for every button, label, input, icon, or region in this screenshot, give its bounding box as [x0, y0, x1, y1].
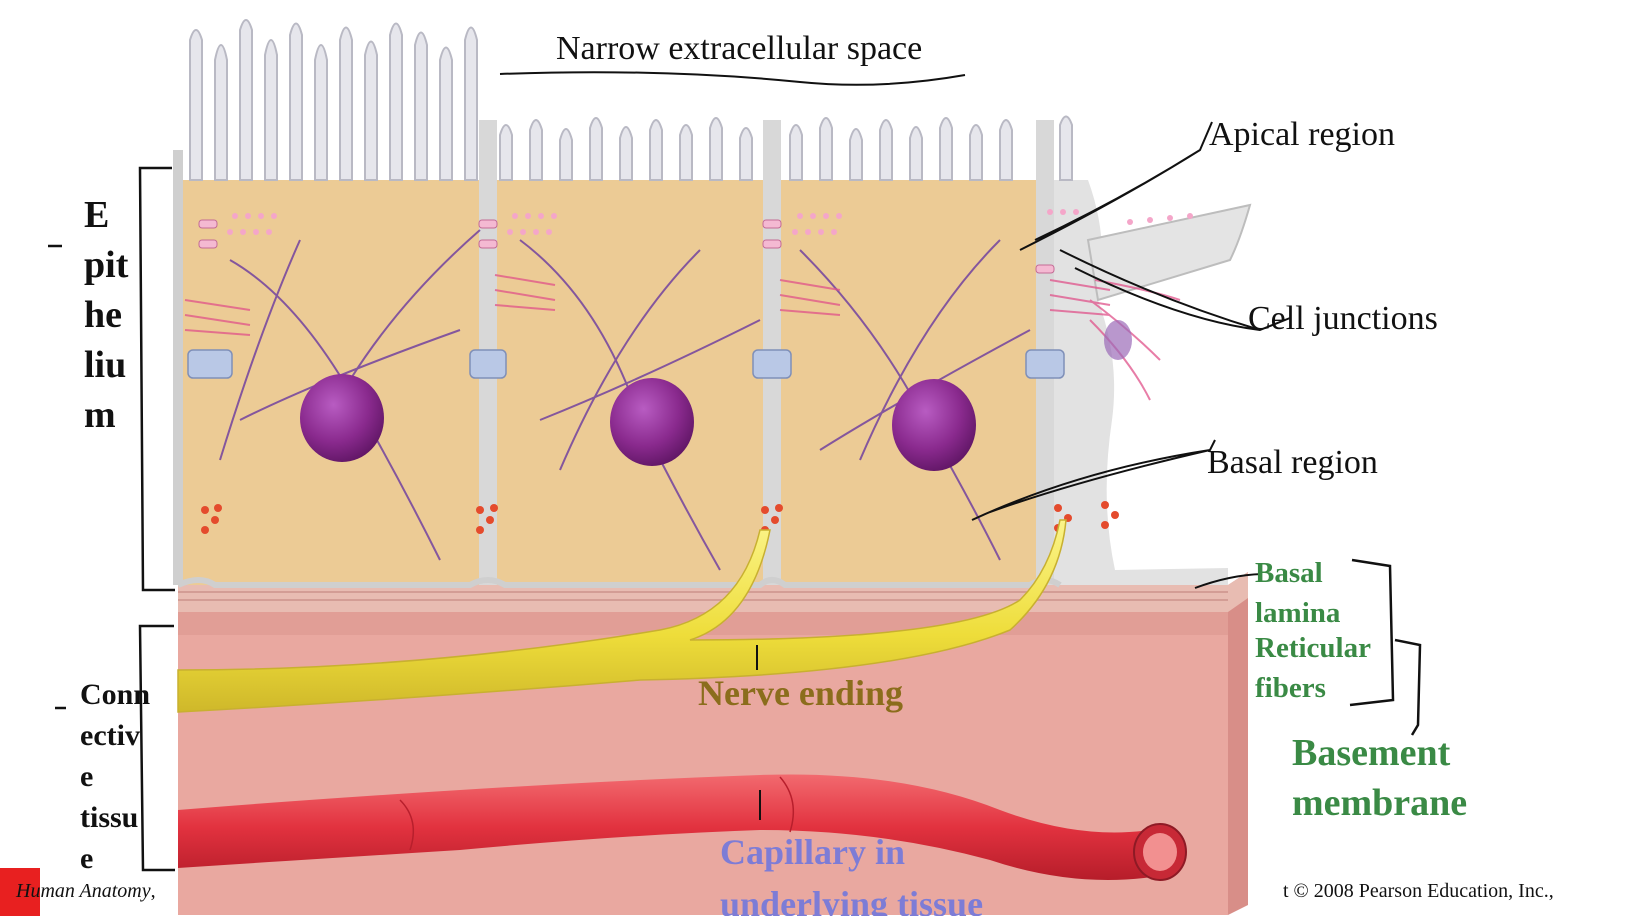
label-basal-lamina: Basal lamina — [1255, 553, 1340, 633]
label-connective-line-1: Conn — [80, 678, 151, 711]
microvilli — [189, 19, 1073, 181]
label-basement-membrane-line-1: Basement — [1292, 732, 1451, 774]
footer-left-rest: , — [150, 880, 156, 902]
nuclei — [300, 320, 1132, 471]
label-epithelium: E pit he liu m — [84, 190, 128, 440]
epithelial-cells — [173, 120, 1252, 588]
label-reticular-fibers-line-2: fibers — [1255, 672, 1326, 704]
label-narrow-extracellular-space: Narrow extracellular space — [556, 30, 923, 67]
label-basal-region: Basal region — [1207, 444, 1378, 481]
label-capillary-line-2: underlying tissue — [720, 884, 984, 916]
label-connective-line-2: ectiv — [80, 719, 140, 752]
nerve-ending — [177, 519, 1067, 713]
label-basement-membrane: Basement membrane — [1292, 728, 1467, 828]
label-epithelium-line-4: liu — [84, 344, 127, 386]
label-capillary: Capillary in underlying tissue — [720, 826, 983, 916]
footer-right: t © 2008 Pearson Education, Inc., — [1283, 880, 1554, 902]
label-basal-lamina-line-2: lamina — [1255, 597, 1341, 629]
label-capillary-line-1: Capillary in — [720, 832, 906, 872]
label-epithelium-line-2: pit — [84, 244, 129, 286]
label-basal-lamina-line-1: Basal — [1255, 557, 1323, 589]
label-basement-membrane-line-2: membrane — [1292, 782, 1468, 824]
label-epithelium-line-5: m — [84, 394, 116, 436]
label-reticular-fibers: Reticular fibers — [1255, 628, 1371, 708]
label-nerve-ending: Nerve ending — [698, 673, 903, 713]
basal-lamina — [178, 572, 1248, 612]
label-cell-junctions: Cell junctions — [1248, 300, 1438, 337]
cell-junctions — [187, 209, 1193, 534]
label-connective-tissue: Conn ectiv e tissu e — [80, 674, 150, 879]
label-connective-line-5: e — [80, 842, 94, 875]
label-connective-line-4: tissu — [80, 801, 139, 834]
label-epithelium-line-3: he — [84, 294, 122, 336]
label-connective-line-3: e — [80, 760, 94, 793]
brackets — [48, 166, 1422, 872]
red-marker — [0, 868, 40, 916]
leader-lines — [499, 71, 1291, 820]
label-reticular-fibers-line-1: Reticular — [1255, 632, 1371, 664]
footer-left: Human Anatomy, — [16, 880, 156, 903]
label-apical-region: Apical region — [1209, 116, 1395, 153]
footer-book-title: Human Anatomy — [16, 880, 151, 902]
label-epithelium-line-1: E — [84, 194, 110, 236]
capillary — [178, 774, 1187, 881]
